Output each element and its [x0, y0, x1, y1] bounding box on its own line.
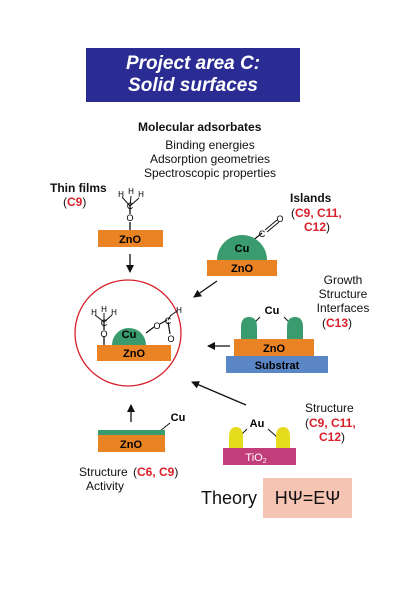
center-zno-label: ZnO: [123, 348, 145, 360]
center-zno-layer: [97, 345, 171, 361]
islands-ref-line-2: C12): [304, 220, 331, 234]
bottom-left-zno-label: ZnO: [120, 439, 142, 451]
growth-zno-layer: [234, 339, 314, 356]
island-cu-dome: [217, 235, 267, 260]
molecular-line-3: Spectroscopic properties: [143, 166, 277, 180]
center-molecule-left: O C H H H: [91, 305, 117, 345]
center-atom-o2: O: [153, 321, 160, 331]
structure-left-label: Structure: [79, 465, 128, 479]
growth-zno-label: ZnO: [263, 343, 285, 355]
title-line-1: Project area C:: [125, 53, 261, 74]
center-atom-o3: O: [167, 334, 174, 344]
center-circle: [74, 279, 182, 387]
bottom-right-au-line-right: [267, 428, 278, 438]
thin-films-ref: (C9): [63, 195, 87, 209]
structure-right-label: Structure: [305, 401, 354, 415]
thin-film-atom-c: C: [127, 201, 134, 211]
growth-substrat-layer: [226, 356, 328, 373]
island-cu-label: Cu: [235, 243, 250, 255]
center-atom-c1: C: [101, 318, 108, 328]
islands-heading: Islands: [290, 191, 332, 205]
island-atom-c: C: [259, 229, 266, 239]
title-line-2: Solid surfaces: [128, 75, 258, 96]
bottom-right-au-right-island: [276, 427, 290, 448]
bottom-right-arrow: [191, 381, 247, 406]
thin-film-zno-layer: [98, 230, 163, 247]
growth-cu-right-island: [287, 317, 303, 339]
thin-film-atom-o: O: [126, 213, 133, 223]
structure-left-activity: Activity: [86, 479, 125, 493]
growth-cu-label: Cu: [265, 305, 280, 317]
thin-film-zno-label: ZnO: [119, 234, 141, 246]
island-zno-layer: [207, 260, 277, 276]
growth-line-3: Interfaces: [316, 301, 370, 315]
growth-cu-left-island: [241, 317, 257, 339]
center-atom-h4: H: [176, 306, 182, 315]
center-cu-label: Cu: [122, 329, 137, 341]
theory-equation: HΨ=EΨ: [274, 488, 341, 508]
growth-substrat-label: Substrat: [255, 360, 300, 372]
island-molecule: C O: [250, 214, 284, 243]
structure-right-ref-line-2: C12): [319, 430, 346, 444]
structure-right-ref-line-1: (C9, C11,: [305, 416, 356, 430]
center-cu-dome: [112, 328, 146, 345]
bottom-left-cu-label: Cu: [171, 412, 186, 424]
theory-equation-box: HΨ=EΨ: [263, 478, 352, 518]
thin-film-atom-h3: H: [138, 190, 144, 199]
growth-line-2: Structure: [318, 287, 368, 301]
island-arrow: [193, 280, 218, 298]
molecular-heading: Molecular adsorbates: [138, 120, 262, 134]
thin-film-atom-h2: H: [128, 187, 134, 196]
bottom-right-tio2-layer: [223, 448, 296, 465]
center-atom-h3: H: [111, 308, 117, 317]
center-atom-c2: C: [165, 316, 172, 326]
bottom-left-cu-line: [159, 422, 171, 432]
center-atom-h1: H: [91, 308, 97, 317]
thin-films-heading: Thin films: [50, 181, 107, 195]
growth-line-1: Growth: [323, 273, 363, 287]
bottom-right-tio2-label: TiO2: [245, 452, 266, 465]
island-zno-label: ZnO: [231, 263, 253, 275]
bottom-right-au-left-island: [229, 427, 243, 448]
bottom-right-au-label: Au: [250, 418, 265, 430]
theory-label: Theory: [201, 488, 258, 508]
bottom-left-cu-film: [98, 430, 165, 435]
thin-film-molecule: O C H H H: [118, 187, 144, 230]
islands-ref-line-1: (C9, C11,: [291, 206, 342, 220]
bottom-left-zno-layer: [98, 435, 165, 452]
island-atom-o: O: [276, 214, 283, 224]
center-molecule-right: O C O H: [145, 306, 182, 344]
title-box: Project area C: Solid surfaces: [86, 48, 300, 102]
center-atom-h2: H: [101, 305, 107, 314]
molecular-line-2: Adsorption geometries: [149, 152, 271, 166]
thin-films-ref-code: C9: [67, 195, 83, 209]
growth-ref: (C13): [322, 316, 353, 330]
molecular-line-1: Binding energies: [165, 138, 255, 152]
structure-left-ref: (C6, C9): [133, 465, 179, 479]
thin-film-atom-h1: H: [118, 190, 124, 199]
center-atom-o1: O: [100, 329, 107, 339]
